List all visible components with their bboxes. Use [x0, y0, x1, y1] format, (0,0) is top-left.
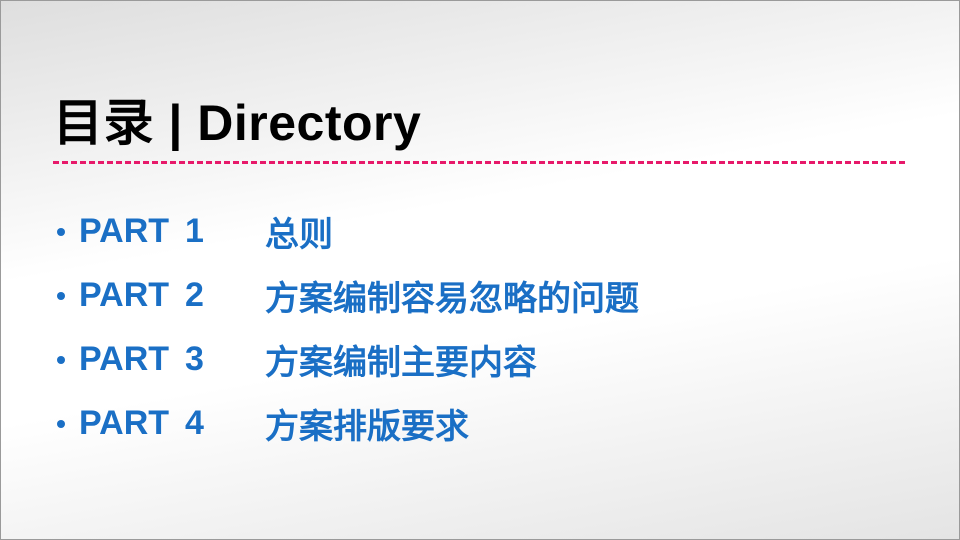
part-label: PART	[79, 403, 170, 442]
bullet-icon	[57, 420, 65, 428]
page-title: 目录 | Directory	[53, 95, 422, 151]
part-title: 方案排版要求	[265, 407, 469, 446]
part-title: 方案编制主要内容	[265, 343, 537, 382]
part-label: PART	[79, 211, 170, 250]
table-of-contents: PART 1 总则 PART 2 方案编制容易忽略的问题 PART 3 方案编制…	[57, 199, 639, 455]
part-number: 1	[185, 211, 204, 250]
bullet-icon	[57, 356, 65, 364]
part-label: PART	[79, 339, 170, 378]
dashed-divider	[53, 161, 905, 164]
toc-item-4[interactable]: PART 4 方案排版要求	[57, 391, 639, 455]
part-number: 4	[185, 403, 204, 442]
toc-item-1[interactable]: PART 1 总则	[57, 199, 639, 263]
part-number: 2	[185, 275, 204, 314]
part-number: 3	[185, 339, 204, 378]
part-title: 方案编制容易忽略的问题	[265, 279, 639, 318]
toc-item-2[interactable]: PART 2 方案编制容易忽略的问题	[57, 263, 639, 327]
bullet-icon	[57, 228, 65, 236]
bullet-icon	[57, 292, 65, 300]
part-label: PART	[79, 275, 170, 314]
toc-item-3[interactable]: PART 3 方案编制主要内容	[57, 327, 639, 391]
part-title: 总则	[265, 215, 333, 254]
